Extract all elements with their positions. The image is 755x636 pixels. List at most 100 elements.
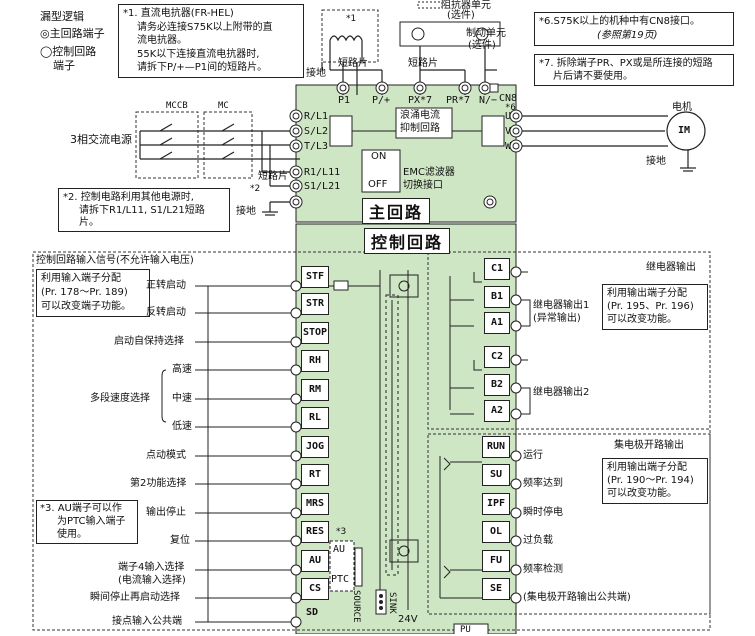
legend-control-terminal: ◯控制回路 [40, 45, 97, 58]
oc-label-se: (集电极开路输出公共端) [523, 592, 631, 603]
au-switch-label: AU [333, 544, 346, 555]
input-label-stop: 启动自保持选择 [114, 336, 184, 347]
terminal-se: SE [482, 578, 510, 600]
ptc-switch-label: PTC [331, 574, 350, 585]
input-label-sd: 接点输入公共端 [112, 616, 182, 627]
input-label-str: 反转启动 [146, 307, 186, 318]
terminal-u: U [505, 111, 512, 122]
terminal-a1: A1 [484, 312, 510, 334]
terminal-n: N/− [479, 95, 498, 106]
terminal-cn8-star: *6 [505, 103, 516, 113]
relay-assign-line2: (Pr. 195、Pr. 196) [607, 301, 694, 312]
brake-resistor-sub: (选件) [447, 10, 475, 21]
relay-assign-box: 利用输出端子分配 (Pr. 195、Pr. 196) 可以改变功能。 [602, 284, 708, 330]
terminal-cs: CS [301, 578, 329, 600]
note-3-box: *3. AU端子可以作 为PTC输入端子 使用。 [36, 500, 138, 544]
terminal-ipf: IPF [482, 493, 510, 515]
ac-source-label: 3相交流电源 [70, 133, 132, 146]
oc-label-run: 运行 [523, 450, 543, 461]
terminal-rm: RM [301, 379, 329, 401]
oc-assign-line3: 可以改变功能。 [607, 488, 677, 499]
oc-assign-line2: (Pr. 190～Pr. 194) [607, 475, 694, 486]
terminal-s1: S1/L21 [304, 181, 341, 192]
note-3-line2: 为PTC输入端子 [57, 516, 126, 527]
terminal-p1: P1 [338, 95, 351, 106]
terminal-sd: SD [306, 607, 319, 618]
main-circuit-title: 主回路 [362, 198, 431, 224]
note-3-line3: 使用。 [57, 529, 87, 540]
terminal-rh: RH [301, 350, 329, 372]
terminal-t: T/L3 [304, 141, 329, 152]
note-3-line1: *3. AU端子可以作 [40, 503, 122, 514]
note-7-box: *7. 拆除端子PR、PX或是所连接的短路 片后请不要使用。 [534, 54, 734, 86]
legend-main-terminal: ◎主回路端子 [40, 27, 105, 40]
note-1-line3: 流电抗器。 [137, 35, 187, 46]
star-2: *2 [250, 184, 261, 194]
legend-control-terminal-2: 端子 [53, 59, 75, 72]
terminal-res: RES [301, 521, 329, 543]
emc-line2: 切换接口 [403, 180, 443, 191]
note-1-box: *1. 直流电抗器(FR-HEL) 请务必连接S75K以上附带的直 流电抗器。 … [118, 4, 304, 78]
terminal-r: R/L1 [304, 111, 329, 122]
motor-ground-label: 接地 [646, 156, 666, 167]
terminal-c2: C2 [484, 346, 510, 368]
oc-header: 集电极开路输出 [614, 440, 684, 451]
relay1-line2: (异常输出) [533, 313, 581, 324]
terminal-stop: STOP [301, 322, 329, 344]
input-label-stf: 正转启动 [146, 280, 186, 291]
brake-resistor-label: 阻抗器单元 [441, 0, 491, 11]
input-assign-line3: 可以改变端子功能。 [41, 301, 131, 312]
source-label: SOURCE [351, 590, 361, 623]
note-6-box: *6.S75K以上的机种中有CN8接口。 (参照第19页) [534, 12, 734, 46]
jumper-label-2: 短路片 [408, 58, 438, 69]
terminal-mrs: MRS [301, 493, 329, 515]
terminal-p: P/+ [372, 95, 391, 106]
note-1-line4: 55K以下连接直流电抗器时, [137, 49, 260, 60]
note-2-line1: *2. 控制电路利用其他电源时, [63, 192, 194, 203]
v24-label: 24V [398, 614, 418, 625]
input-assign-box: 利用输入端子分配 (Pr. 178～Pr. 189) 可以改变端子功能。 [36, 269, 150, 317]
oc-label-ipf: 瞬时停电 [523, 507, 563, 518]
terminal-str: STR [301, 293, 329, 315]
input-label-jog: 点动模式 [146, 450, 186, 461]
top-ground-label: 接地 [306, 68, 326, 79]
terminal-px: PX*7 [408, 95, 433, 106]
relay-assign-line1: 利用输出端子分配 [607, 288, 687, 299]
terminal-c1: C1 [484, 258, 510, 280]
motor-label: 电机 [672, 102, 692, 113]
input-label-res: 复位 [170, 535, 190, 546]
terminal-a2: A2 [484, 400, 510, 422]
oc-assign-box: 利用输出端子分配 (Pr. 190～Pr. 194) 可以改变功能。 [602, 458, 708, 504]
emc-off: OFF [368, 179, 388, 190]
oc-assign-line1: 利用输出端子分配 [607, 462, 687, 473]
note-2-line3: 片。 [79, 217, 99, 228]
terminal-b2: B2 [484, 374, 510, 396]
brake-unit-sub: (选件) [468, 40, 496, 51]
sink-label: SINK [387, 592, 397, 614]
note-2-line2: 请拆下R1/L11, S1/L21短路 [79, 205, 205, 216]
terminal-jog: JOG [301, 436, 329, 458]
terminal-rt: RT [301, 464, 329, 486]
note-7-line2: 片后请不要使用。 [553, 71, 633, 82]
input-label-rl: 低速 [172, 421, 192, 432]
terminal-w: W [505, 141, 512, 152]
jumper-label-1: 短路片 [338, 58, 368, 69]
relay1-line1: 继电器输出1 [533, 300, 590, 311]
terminal-run: RUN [482, 436, 510, 458]
emc-line1: EMC滤波器 [403, 167, 455, 178]
input-label-au: 端子4输入选择 [118, 562, 185, 573]
relay-assign-line3: 可以改变功能。 [607, 314, 677, 325]
brake-unit-label: 制动单元 [466, 28, 506, 39]
terminal-cn8: CN8 [499, 93, 518, 104]
terminal-rl: RL [301, 407, 329, 429]
note-6-line2: (参照第19页) [597, 30, 658, 41]
inrush-line2: 抑制回路 [400, 123, 440, 134]
input-label-mrs: 输出停止 [146, 507, 186, 518]
terminal-v: V [505, 126, 512, 137]
motor-circle [666, 111, 706, 151]
mccb-label: MCCB [166, 101, 188, 111]
control-input-header: 控制回路输入信号(不允许输入电压) [36, 255, 194, 266]
oc-label-su: 频率达到 [523, 478, 563, 489]
pu-label: PU [460, 625, 471, 635]
